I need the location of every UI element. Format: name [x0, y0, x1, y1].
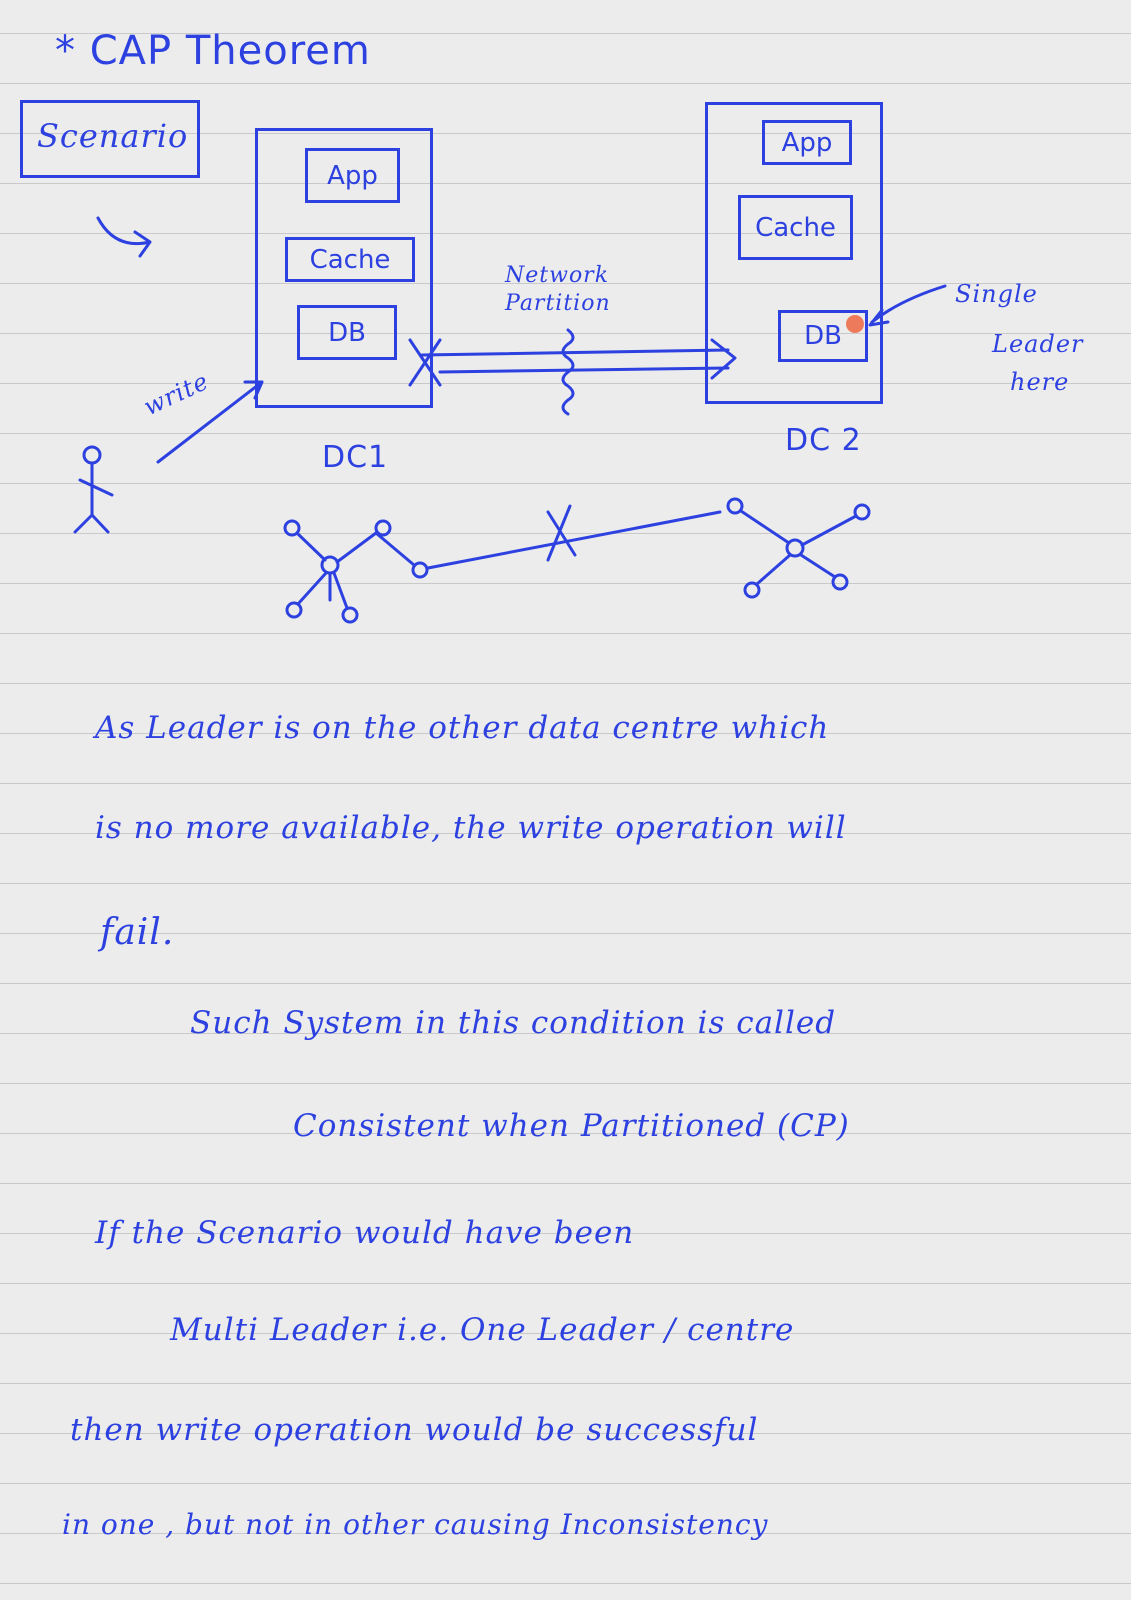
- ruled-line: [0, 883, 1131, 884]
- ruled-line: [0, 133, 1131, 134]
- dc2-app-box: App: [762, 120, 852, 165]
- partition-x: [546, 504, 577, 562]
- scenario-label: Scenario: [37, 117, 189, 155]
- ruled-line: [0, 1383, 1131, 1384]
- ruled-line: [0, 183, 1131, 184]
- scenario-box: Scenario: [20, 100, 200, 178]
- ruled-line: [0, 633, 1131, 634]
- ruled-line: [0, 1033, 1131, 1034]
- page-title: * CAP Theorem: [55, 28, 371, 74]
- dc1-network-graph: [283, 519, 429, 624]
- ruled-line: [0, 33, 1131, 34]
- dc1-label: DC1: [322, 440, 389, 475]
- single-leader-note-1: Single: [955, 280, 1038, 308]
- single-leader-pointer: [868, 284, 947, 327]
- scenario-arrow: [96, 216, 152, 258]
- dc1-db-box: DB: [297, 305, 397, 360]
- ruled-line: [0, 233, 1131, 234]
- note-line-5: Consistent when Partitioned (CP): [293, 1108, 850, 1144]
- ruled-line: [0, 333, 1131, 334]
- ruled-line: [0, 733, 1131, 734]
- ruled-line: [0, 433, 1131, 434]
- ruled-line: [0, 1083, 1131, 1084]
- write-arrow: [156, 380, 264, 464]
- ruled-line: [0, 1533, 1131, 1534]
- dc2-db-box: DB: [778, 310, 868, 362]
- note-line-3: fail.: [100, 912, 175, 953]
- ruled-line: [0, 1133, 1131, 1134]
- ruled-line: [0, 1283, 1131, 1284]
- ruled-line: [0, 1483, 1131, 1484]
- ruled-line: [0, 983, 1131, 984]
- dc1-arrow-tail: [408, 338, 442, 387]
- replication-arrow: [420, 338, 737, 380]
- note-line-4: Such System in this condition is called: [190, 1005, 837, 1041]
- network-partition-label: Network Partition: [505, 263, 611, 316]
- ruled-line: [0, 1183, 1131, 1184]
- note-line-7: Multi Leader i.e. One Leader / centre: [170, 1312, 795, 1348]
- dc2-label: DC 2: [785, 423, 862, 458]
- ruled-line: [0, 1233, 1131, 1234]
- ruled-line: [0, 1433, 1131, 1434]
- leader-marker-dot: [846, 315, 864, 333]
- ruled-line: [0, 533, 1131, 534]
- ruled-line: [0, 833, 1131, 834]
- ruled-line: [0, 83, 1131, 84]
- note-line-8: then write operation would be successful: [70, 1412, 759, 1448]
- partition-link: [426, 510, 722, 570]
- dc1-frame: [255, 128, 433, 408]
- dc1-app-box: App: [305, 148, 400, 203]
- single-leader-note-3: here: [1010, 368, 1070, 396]
- ruled-line: [0, 583, 1131, 584]
- ruled-line: [0, 683, 1131, 684]
- note-line-1: As Leader is on the other data centre wh…: [95, 710, 830, 746]
- ruled-line: [0, 933, 1131, 934]
- partition-squiggle: [561, 328, 575, 416]
- dc2-frame: [705, 102, 883, 404]
- dc2-network-graph: [726, 497, 871, 599]
- ruled-line: [0, 1333, 1131, 1334]
- ruled-line: [0, 283, 1131, 284]
- single-leader-note-2: Leader: [992, 330, 1084, 358]
- ruled-line: [0, 783, 1131, 784]
- note-line-2: is no more available, the write operatio…: [95, 810, 847, 846]
- dc1-cache-box: Cache: [285, 237, 415, 282]
- ruled-line: [0, 1583, 1131, 1584]
- dc2-cache-box: Cache: [738, 195, 853, 260]
- note-line-9: in one , but not in other causing Incons…: [62, 1508, 769, 1541]
- ruled-line: [0, 483, 1131, 484]
- user-figure: [73, 445, 114, 534]
- note-line-6: If the Scenario would have been: [95, 1215, 635, 1251]
